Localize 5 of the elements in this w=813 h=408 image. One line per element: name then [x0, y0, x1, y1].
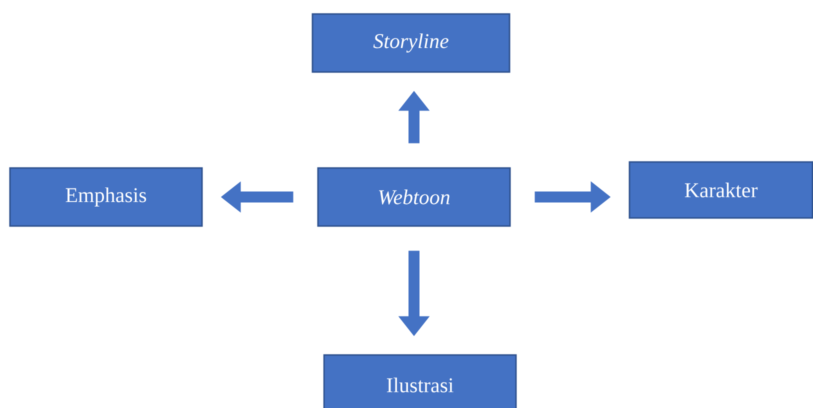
- process-box: Karakter: [628, 161, 813, 219]
- process-box: Storyline: [312, 13, 510, 73]
- process-box: Emphasis: [9, 167, 203, 227]
- process-box: Webtoon: [317, 167, 511, 227]
- process-box: Ilustrasi: [323, 354, 517, 408]
